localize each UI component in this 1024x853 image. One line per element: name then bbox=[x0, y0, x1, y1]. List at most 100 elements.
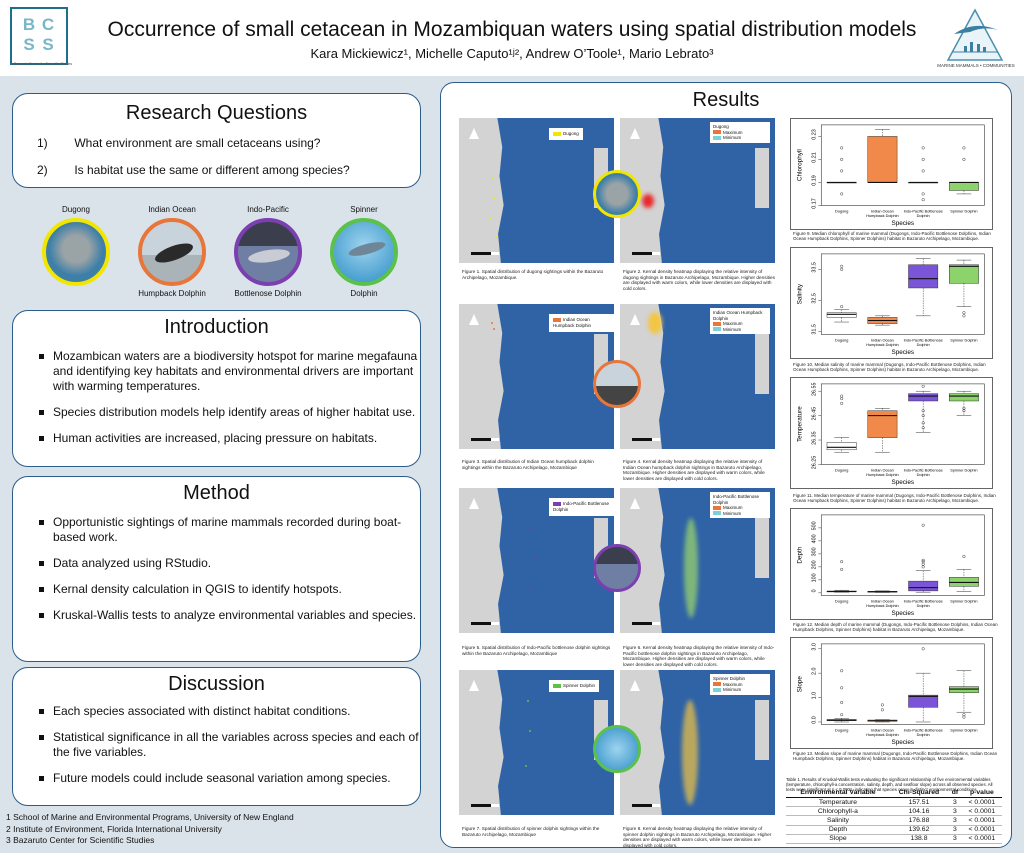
plot-frame bbox=[820, 383, 985, 465]
table-header: Environmental Variable bbox=[786, 788, 890, 798]
x-axis-label: Species bbox=[891, 610, 914, 617]
box bbox=[908, 393, 939, 402]
humpback-photo bbox=[138, 218, 206, 286]
outlier-point bbox=[921, 421, 925, 425]
spinner-photo bbox=[330, 218, 398, 286]
introduction-panel: Introduction Mozambican waters are a bio… bbox=[12, 310, 421, 467]
y-tick-label: 1.0 bbox=[811, 692, 817, 700]
table-header: Chi-Squared bbox=[889, 788, 949, 798]
map-legend: Spinner Dolphin bbox=[549, 680, 600, 692]
x-tick-label: Humpback Dolphin bbox=[866, 604, 898, 608]
island-shape bbox=[755, 518, 769, 578]
y-axis-label: Depth bbox=[797, 546, 804, 563]
north-arrow-icon bbox=[469, 498, 479, 509]
plot-frame bbox=[820, 643, 985, 725]
map-legend: Dugong bbox=[549, 128, 583, 140]
chart-caption: Figure 10. Median salinity of marine mam… bbox=[793, 362, 986, 373]
y-axis-label: Slope bbox=[797, 676, 804, 693]
x-tick-label: Indian Ocean bbox=[871, 599, 894, 603]
species-bottom-label: Bottlenose Dolphin bbox=[234, 289, 302, 298]
table-cell: < 0.0001 bbox=[961, 806, 1002, 817]
list-item: Future models could include seasonal var… bbox=[13, 771, 420, 786]
y-tick-label: 500 bbox=[811, 521, 817, 530]
table-cell: < 0.0001 bbox=[961, 834, 1002, 844]
affiliation: 1 School of Marine and Environmental Pro… bbox=[6, 812, 294, 822]
table-cell: Salinity bbox=[786, 815, 890, 826]
mainland-shape bbox=[459, 118, 504, 263]
chart-caption: Figure 9. Median chlorophyll of marine m… bbox=[793, 231, 991, 242]
table-cell: 3 bbox=[948, 806, 962, 817]
figure-caption: Figure 3. Spatial distribution of Indian… bbox=[462, 459, 594, 470]
table-row: Slope 138.8 3 < 0.0001 bbox=[786, 834, 1002, 844]
box bbox=[867, 410, 898, 438]
x-tick-label: Indo-Pacific Bottlenose bbox=[904, 468, 943, 472]
outlier-point bbox=[962, 157, 966, 161]
north-arrow-icon bbox=[469, 314, 479, 325]
box bbox=[908, 580, 939, 592]
hotspot bbox=[648, 312, 662, 334]
north-arrow-icon bbox=[630, 314, 640, 325]
dugong-inset-photo bbox=[593, 170, 641, 218]
box bbox=[949, 264, 979, 284]
north-arrow-icon bbox=[630, 498, 640, 509]
table-cell: 139.62 bbox=[889, 825, 949, 835]
sighting-dot bbox=[495, 236, 497, 238]
species-spinner: Spinner Dolphin bbox=[318, 205, 410, 298]
y-axis-label: Salinity bbox=[797, 283, 804, 304]
list-item: Statistical significance in all the vari… bbox=[13, 730, 420, 760]
research-questions-title: Research Questions bbox=[125, 102, 308, 124]
x-tick-label: Dugong bbox=[835, 728, 848, 732]
outlier-point bbox=[840, 169, 844, 173]
x-tick-label: Dolphin bbox=[917, 473, 930, 477]
x-tick-label: Indian Ocean bbox=[871, 209, 894, 213]
y-axis-label: Temperature bbox=[797, 406, 804, 442]
marine-mammals-logo bbox=[946, 8, 1004, 61]
hotspot bbox=[684, 518, 698, 618]
x-tick-label: Dolphin bbox=[917, 214, 930, 218]
figure-caption: Figure 1. Spatial distribution of dugong… bbox=[462, 269, 604, 280]
species-top-label: Spinner bbox=[350, 205, 378, 214]
discussion-list: Each species associated with distinct ha… bbox=[13, 704, 420, 786]
figure-caption: Figure 2. Kernal density heatmap display… bbox=[623, 269, 775, 291]
hotspot bbox=[682, 700, 698, 805]
sighting-dot bbox=[529, 730, 531, 732]
x-tick-label: Spinner Dolphin bbox=[950, 728, 977, 732]
bcss-logo: B C S S bbox=[10, 7, 68, 65]
table-cell: Depth bbox=[786, 825, 890, 835]
outlier-point bbox=[840, 567, 844, 571]
humpback-distribution-map: Indian Ocean Humpback Dolphin bbox=[459, 304, 614, 449]
x-tick-label: Spinner Dolphin bbox=[950, 468, 977, 472]
x-tick-label: Indo-Pacific Bottlenose bbox=[904, 338, 943, 342]
y-tick-label: 32.5 bbox=[811, 293, 817, 304]
affiliation: 2 Institute of Environment, Florida Inte… bbox=[6, 823, 222, 834]
y-tick-label: 2.0 bbox=[811, 667, 817, 675]
outlier-point bbox=[840, 700, 844, 704]
legend-label: Indian Ocean Humpback Dolphin bbox=[553, 317, 592, 328]
table-cell: 3 bbox=[948, 797, 962, 808]
scale-bar bbox=[632, 622, 660, 625]
sighting-dot bbox=[525, 765, 527, 767]
scale-bar bbox=[471, 804, 499, 807]
box bbox=[949, 182, 979, 191]
method-panel: Method Opportunistic sightings of marine… bbox=[12, 476, 421, 662]
species-humpback: Indian Ocean Humpback Dolphin bbox=[126, 205, 218, 298]
x-tick-label: Dugong bbox=[835, 209, 848, 213]
dugong-photo bbox=[42, 218, 110, 286]
x-tick-label: Indian Ocean bbox=[871, 728, 894, 732]
y-tick-label: 100 bbox=[811, 573, 817, 582]
outlier-point bbox=[840, 192, 844, 196]
bottlenose-distribution-map: Indo-Pacific Bottlenose Dolphin bbox=[459, 488, 614, 633]
figure-caption: Figure 6. Kernal density heatmap display… bbox=[623, 645, 775, 667]
legend-max: Maximum bbox=[723, 129, 743, 135]
logo-letter: C bbox=[41, 15, 56, 34]
outlier-point bbox=[840, 146, 844, 150]
chart-caption: Figure 12. Median depth of marine mammal… bbox=[793, 622, 998, 633]
species-row: Dugong Indian Ocean Humpback Dolphin Ind… bbox=[30, 205, 410, 300]
bottlenose-inset-photo bbox=[593, 544, 641, 592]
x-tick-label: Indian Ocean bbox=[871, 468, 894, 472]
table-cell: 138.8 bbox=[889, 834, 949, 844]
dugong-distribution-map: Dugong bbox=[459, 118, 614, 263]
table-header-row: Environmental Variable Chi-Squared df p-… bbox=[786, 788, 1002, 798]
north-arrow-icon bbox=[630, 680, 640, 691]
